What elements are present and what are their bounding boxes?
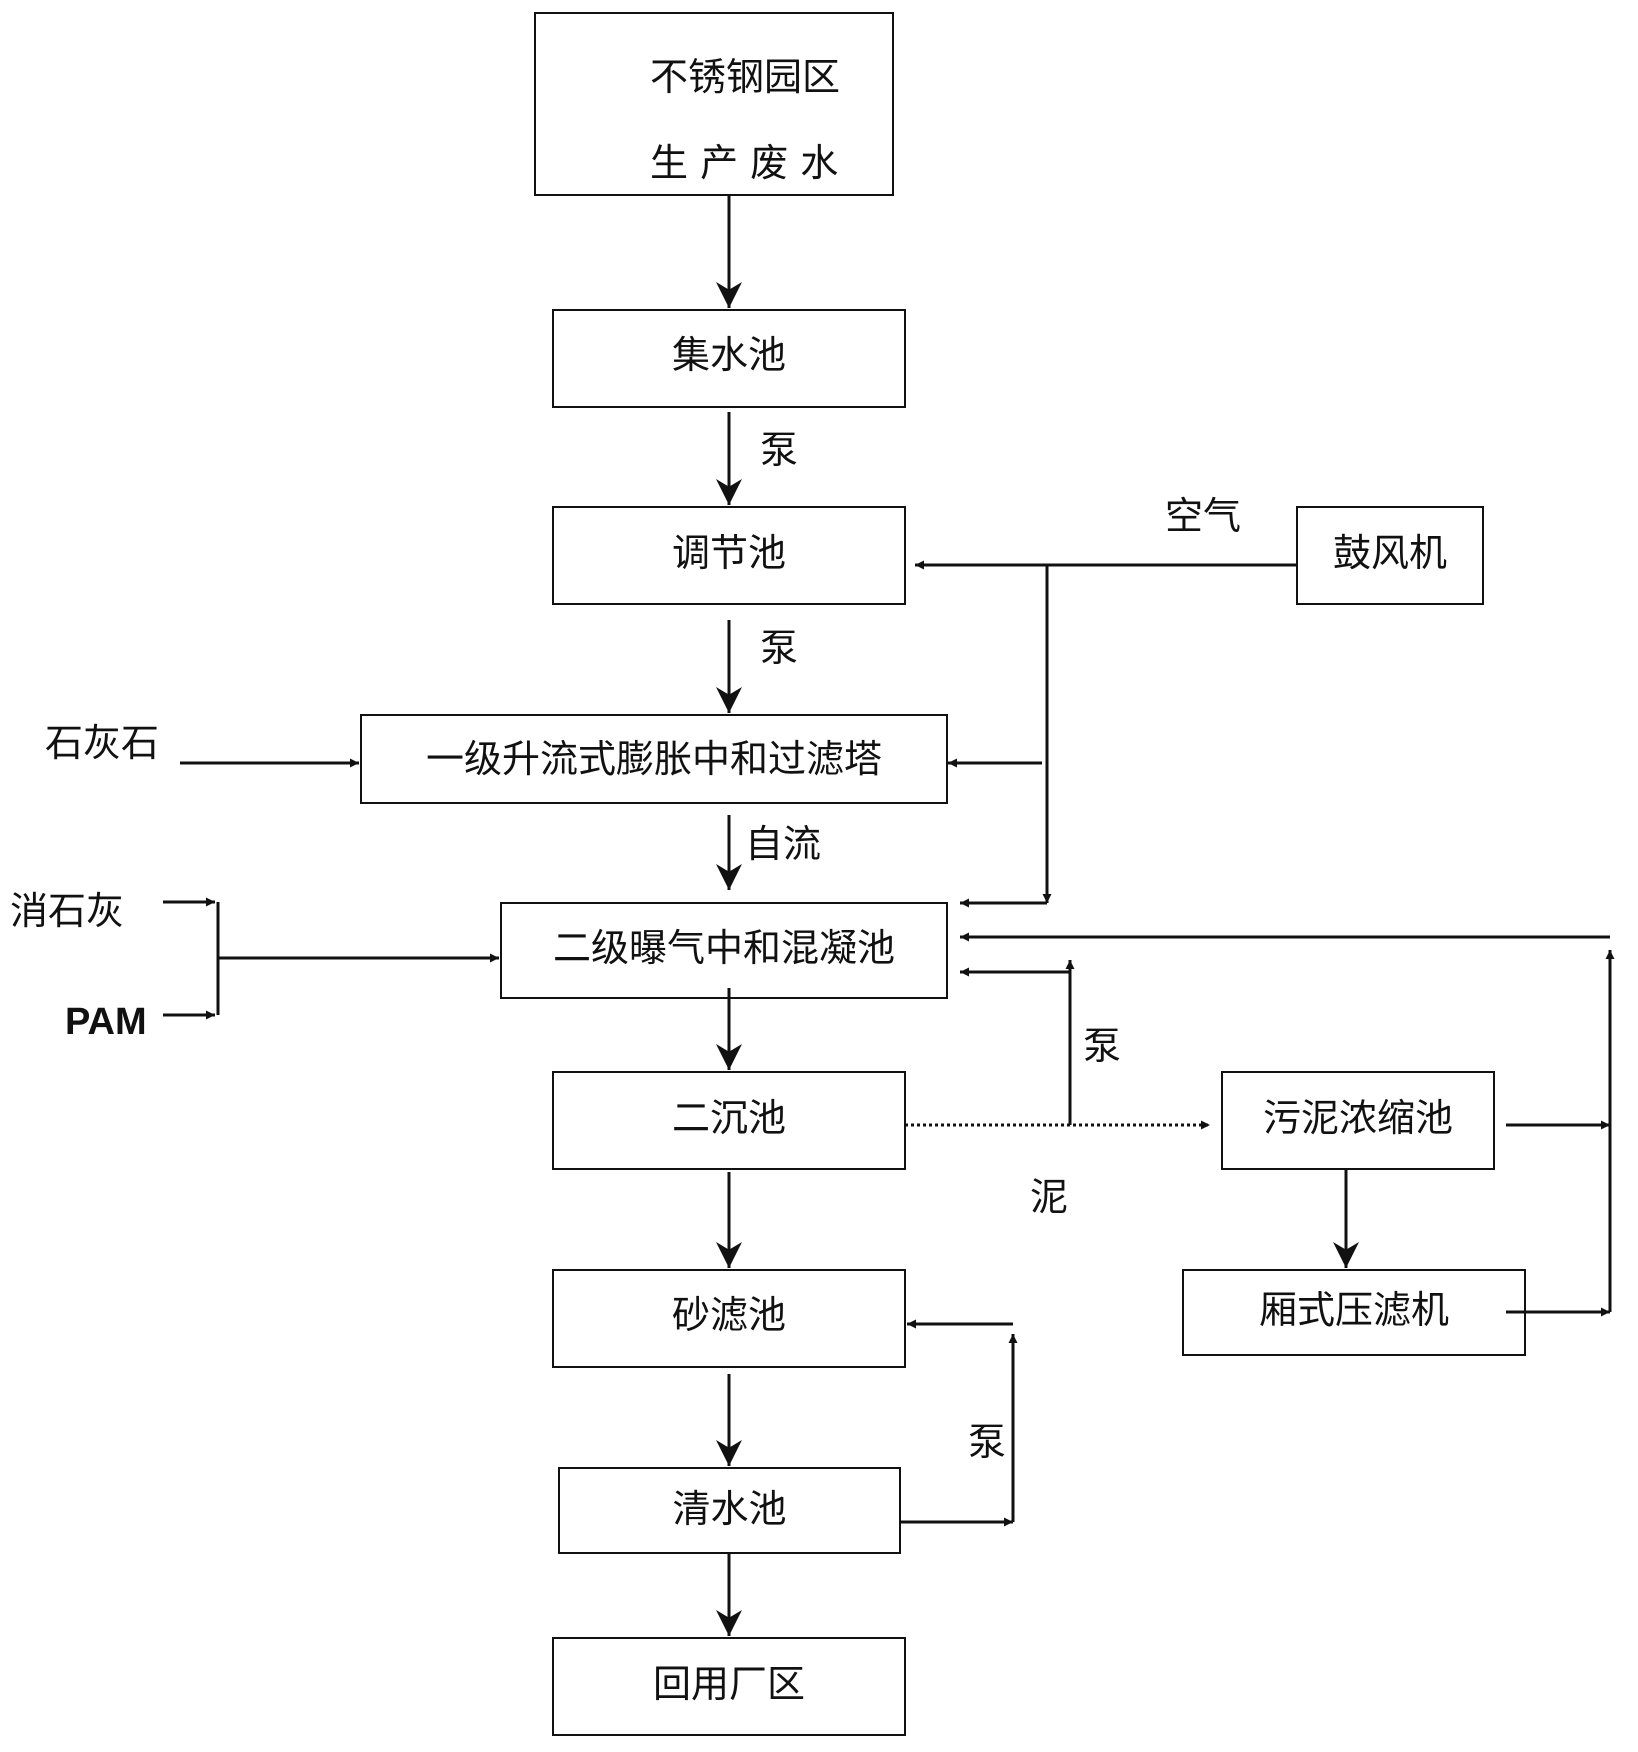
reuse-label: 回用厂区: [652, 1662, 805, 1706]
regulating-tank-label: 调节池: [671, 531, 786, 575]
secondary-settling-label: 二沉池: [671, 1096, 786, 1140]
neutralization-tower-label: 一级升流式膨胀中和过滤塔: [425, 737, 882, 781]
pump-label-3: 泵: [1083, 1024, 1122, 1068]
clear-water-tank-label: 清水池: [672, 1487, 787, 1531]
source-label-line2: 生 产 废 水: [650, 141, 839, 185]
air-label: 空气: [1165, 494, 1242, 538]
sludge-thickener-label: 污泥浓缩池: [1262, 1096, 1453, 1140]
sand-filter-box: [552, 1269, 906, 1368]
collection-tank-box: [552, 309, 906, 408]
blower-label: 鼓风机: [1332, 531, 1447, 575]
sand-filter-label: 砂滤池: [671, 1293, 786, 1337]
neutralization-tower-box: [360, 714, 948, 804]
pump-label-4: 泵: [968, 1420, 1007, 1464]
source-box: [534, 12, 894, 196]
sludge-label: 泥: [1030, 1175, 1069, 1219]
reuse-box: [552, 1637, 906, 1736]
secondary-settling-box: [552, 1071, 906, 1170]
pump-label-1: 泵: [760, 428, 799, 472]
blower-box: [1296, 506, 1484, 605]
gravity-flow-label: 自流: [745, 822, 822, 866]
sludge-thickener-box: [1221, 1071, 1495, 1170]
aeration-tank-label: 二级曝气中和混凝池: [552, 926, 895, 970]
collection-tank-label: 集水池: [671, 333, 786, 377]
limestone-label: 石灰石: [45, 721, 160, 765]
source-label-line1: 不锈钢园区: [650, 55, 841, 99]
filter-press-label: 厢式压滤机: [1258, 1288, 1449, 1332]
pam-label: PAM: [65, 1001, 147, 1043]
regulating-tank-box: [552, 506, 906, 605]
aeration-tank-box: [500, 902, 948, 999]
pump-label-2: 泵: [760, 626, 799, 670]
slaked-lime-label: 消石灰: [10, 889, 125, 933]
